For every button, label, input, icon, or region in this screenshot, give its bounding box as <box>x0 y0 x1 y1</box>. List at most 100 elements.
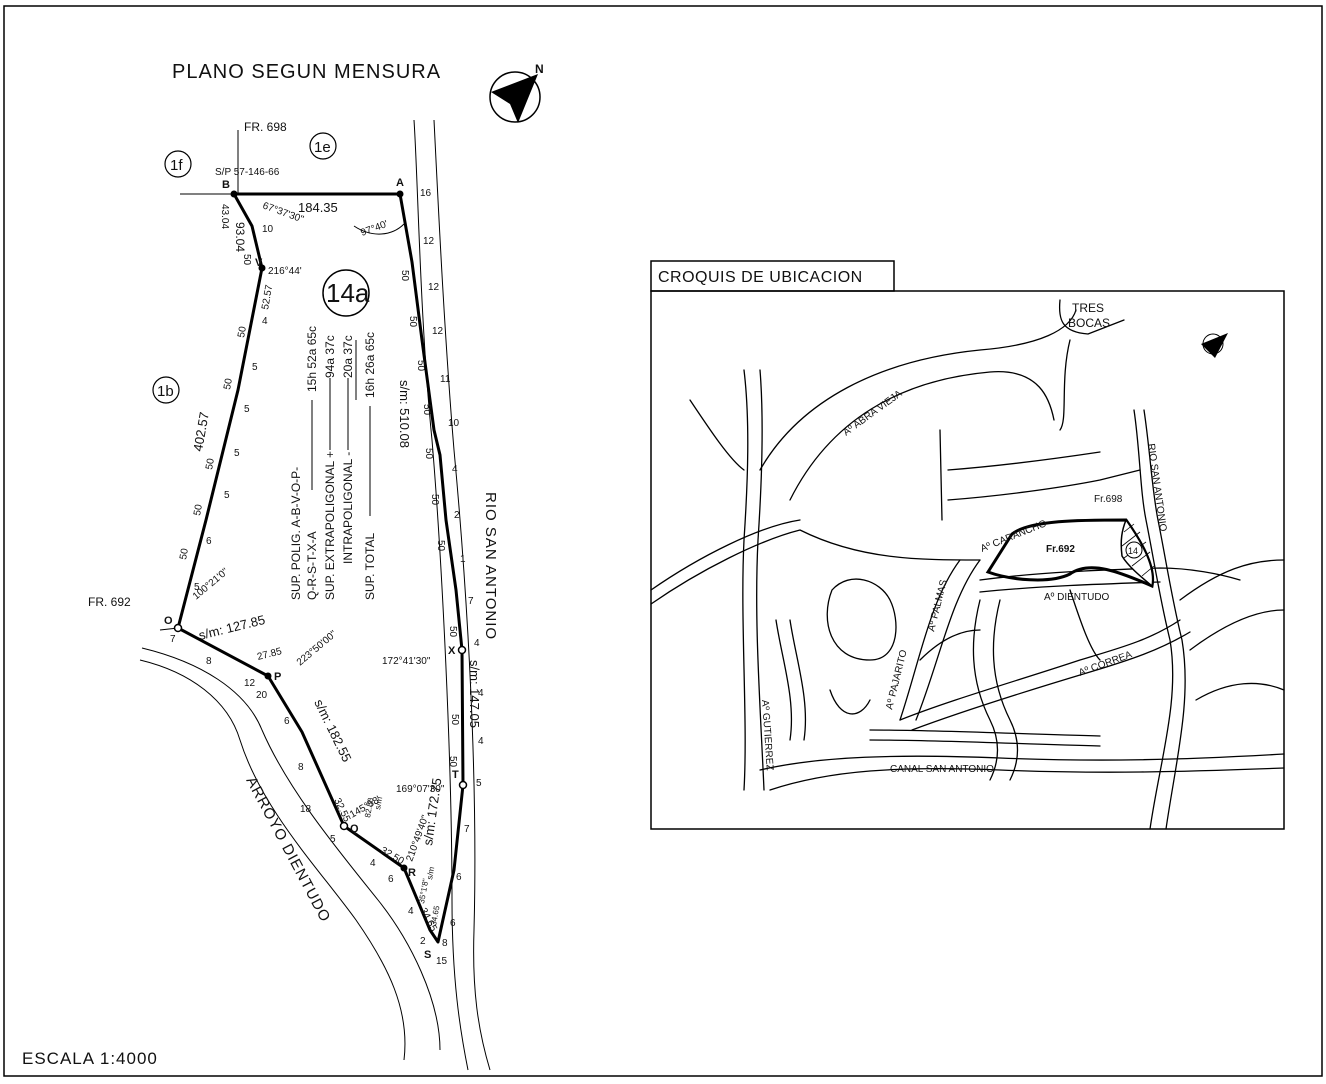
svg-text:14a: 14a <box>326 278 370 308</box>
location-title: CROQUIS DE UBICACION <box>658 269 863 286</box>
sheet-border <box>3 5 1323 1077</box>
location-sketch: CROQUIS DE UBICACION <box>650 260 1285 830</box>
tick-east: 4 <box>478 688 484 699</box>
sup-total-value: 16h 26a 65c <box>363 332 377 398</box>
tick-west: 50 <box>241 254 252 266</box>
ticks-fifty-east: 50 50 50 50 50 50 50 50 50 50 <box>399 270 460 768</box>
angle-a: 97°40' <box>359 219 389 239</box>
tick-east: 4 <box>478 736 484 747</box>
measure-sm-xt: s/m: 147.05 <box>467 660 482 728</box>
tick-east: 1 <box>460 554 466 565</box>
measure-bv2: 93.04 <box>233 222 247 252</box>
tick-west: 18 <box>300 804 312 815</box>
sup-extra-label: SUP. EXTRAPOLIGONAL + <box>323 451 337 600</box>
point-p-label: P <box>274 671 281 683</box>
point-t-label: T <box>452 769 459 781</box>
minor-q2: s/m <box>373 796 384 811</box>
label-dientudo: Aº DIENTUDO <box>1044 592 1110 603</box>
surface-table: SUP. POLIG. A-B-V-O-P- Q-R-S-T-X-A 15h 5… <box>289 326 377 600</box>
tick-east: 6 <box>450 918 456 929</box>
tick-west: 5 <box>234 448 240 459</box>
measure-sm-op: s/m: 127.85 <box>197 612 267 643</box>
tick-west: 5 <box>330 834 336 845</box>
tick-fifty: 50 <box>423 448 434 460</box>
svg-text:1f: 1f <box>170 157 183 174</box>
label-correa: Aº CORREA <box>1077 649 1134 679</box>
angle-t: 169°07'30" <box>396 784 445 795</box>
tick-west: 5 <box>224 490 230 501</box>
minor-r2: 35°1'8" <box>417 878 430 905</box>
tick-fifty: 50 <box>449 714 460 726</box>
label-fr698: Fr.698 <box>1094 494 1123 505</box>
lot-boundary <box>176 192 465 944</box>
svg-text:1b: 1b <box>157 383 174 400</box>
tick-east: 15 <box>436 956 448 967</box>
angle-v: 216°44' <box>268 266 302 277</box>
measure-sm-pq: s/m: 182.55 <box>311 697 354 765</box>
tick-east: 2 <box>454 510 460 521</box>
label-rio: RIO SAN ANTONIO <box>1145 443 1168 533</box>
sup-extra-value: 94a 37c <box>323 335 337 378</box>
tick-west: 8 <box>298 762 304 773</box>
tick-east: 7 <box>468 596 474 607</box>
label-abra-vieja: Aº ABRA VIEJA <box>841 388 904 438</box>
minor-r3: 34.65 <box>429 905 441 927</box>
measure-p-seg: 27.85 <box>256 646 283 663</box>
minor-q1: 82.50 <box>363 797 375 819</box>
measure-bo: 402.57 <box>190 411 212 453</box>
north-arrow-icon: N <box>489 62 544 123</box>
label-fr692: Fr.692 <box>1046 544 1075 555</box>
survey-points <box>173 190 468 872</box>
tick-fifty: 50 <box>399 270 410 282</box>
tick-east: 4 <box>474 638 480 649</box>
tick-fifty: 50 <box>447 626 458 638</box>
river-san-antonio-west-bank <box>413 119 469 1071</box>
scale-label: ESCALA 1:4000 <box>22 1049 158 1068</box>
tick-west: 50 <box>222 377 235 390</box>
tick-east: 4 <box>452 464 458 475</box>
location-title-box <box>650 260 895 292</box>
tick-west: 4 <box>262 316 268 327</box>
arroyo-dientudo-east-bank <box>141 647 441 1051</box>
sup-polig-label: SUP. POLIG. A-B-V-O-P- <box>289 467 303 600</box>
fr692-label: FR. 692 <box>88 595 131 609</box>
tick-east: 6 <box>456 872 462 883</box>
point-o-label: O <box>164 615 173 627</box>
ticks-west: 10 50 4 5 5 5 5 6 5 7 8 12 20 6 8 18 5 4… <box>170 224 426 947</box>
label-gutierrez: Aº GUTIERREZ <box>759 699 775 770</box>
north-arrow-small-icon <box>1201 333 1228 358</box>
point-s-label: S <box>424 949 431 961</box>
tick-west: 5 <box>194 582 200 593</box>
tick-fifty: 50 <box>447 756 458 768</box>
tick-west: 20 <box>256 690 268 701</box>
lot-14-marker: 14 <box>1125 541 1143 559</box>
measure-sm-east: s/m: 510.08 <box>397 380 412 448</box>
point-v-label: V <box>255 257 263 269</box>
angle-p: 223°50'00" <box>295 628 339 668</box>
point-x-label: X <box>448 645 456 657</box>
measure-bv1: 43.04 <box>219 204 230 229</box>
sup-polig-label2: Q-R-S-T-X-A <box>305 531 319 600</box>
tick-east: 12 <box>423 236 435 247</box>
arroyo-dientudo-west-bank <box>139 659 406 1061</box>
measure-v-seg: 52.57 <box>260 284 275 311</box>
tick-east: 8 <box>442 938 448 949</box>
neighbor-1b: 1b <box>152 376 180 404</box>
tick-east: 12 <box>428 282 440 293</box>
tick-west: 7 <box>170 634 176 645</box>
tick-fifty: 50 <box>429 494 440 506</box>
tick-west: 5 <box>244 404 250 415</box>
tick-west: 6 <box>284 716 290 727</box>
tick-fifty: 50 <box>407 316 418 328</box>
tick-east: 7 <box>464 824 470 835</box>
rio-san-antonio-label: RIO SAN ANTONIO <box>482 492 499 640</box>
lot-14a-marker: 14a <box>322 269 370 317</box>
tick-west: 50 <box>192 503 205 516</box>
tick-east: 10 <box>448 418 460 429</box>
minor-r1: s/m <box>425 866 436 881</box>
label-canal: CANAL SAN ANTONIO <box>890 764 994 775</box>
tick-west: 8 <box>206 656 212 667</box>
neighbor-1f: 1f <box>164 150 192 178</box>
svg-text:14: 14 <box>1128 546 1138 556</box>
